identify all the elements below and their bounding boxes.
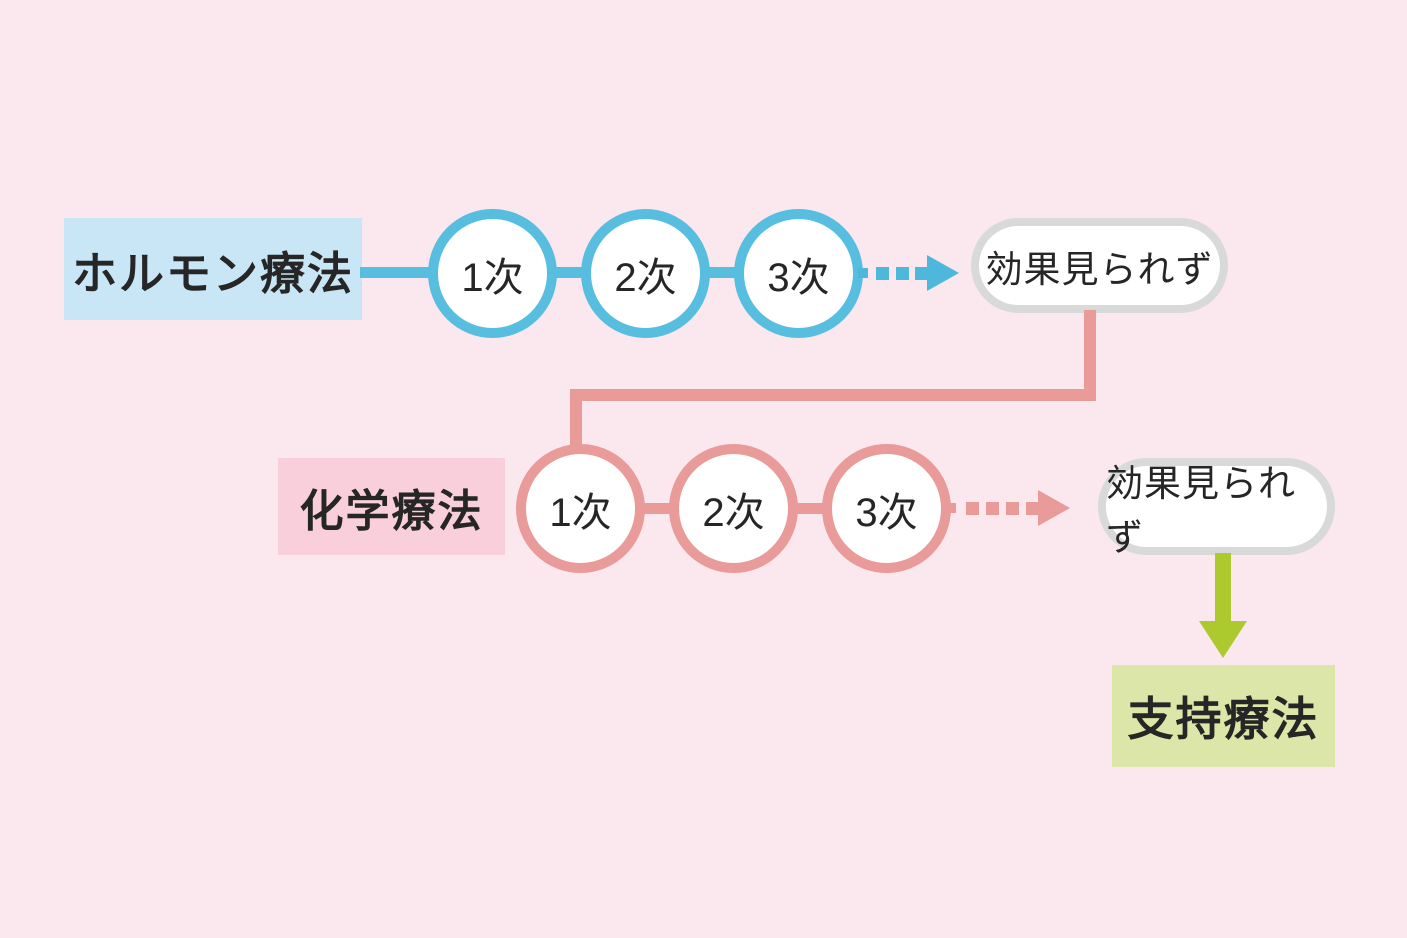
hormone-therapy-box: ホルモン療法 [64,218,362,320]
elbow-connector-horizontal [570,389,1096,401]
row1-step-3-label: 3次 [767,255,830,300]
elbow-connector-vertical-left [570,389,582,449]
row2-step-2-circle: 2次 [669,444,798,573]
row1-dotted-arrow-dash [876,267,889,280]
chemotherapy-box: 化学療法 [278,458,505,555]
row1-step-3-circle: 3次 [734,209,863,338]
row2-step-3-label: 3次 [855,490,918,535]
row2-step-1-label: 1次 [549,490,612,535]
supportive-care-box: 支持療法 [1112,665,1335,767]
row1-connector-line [705,267,739,278]
down-arrowhead-icon [1199,621,1247,658]
hormone-therapy-label: ホルモン療法 [71,247,354,299]
row2-connector-line [640,503,673,514]
row1-result-label: 効果見られず [985,248,1214,290]
row2-dotted-arrow-dash [1006,502,1019,515]
row2-step-3-circle: 3次 [822,444,951,573]
row1-arrowhead-icon [927,255,959,291]
supportive-care-label: 支持療法 [1127,693,1320,745]
row2-dotted-arrow-stub [946,503,956,513]
row1-dotted-arrow-dash [915,267,928,280]
final-arrow-shaft [1215,553,1231,623]
row1-result-pill: 効果見られず [971,218,1228,313]
chemotherapy-label: 化学療法 [299,486,484,536]
row1-step-2-label: 2次 [614,255,677,300]
row2-step-1-circle: 1次 [516,444,645,573]
row2-result-label: 効果見られず [1106,462,1296,558]
elbow-connector-vertical-right [1084,310,1096,401]
row2-arrowhead-icon [1038,490,1070,526]
row1-dotted-arrow-dash [896,267,909,280]
row1-step-1-circle: 1次 [428,209,557,338]
row2-connector-line [793,503,826,514]
row2-dotted-arrow-dash [966,502,979,515]
row1-step-2-circle: 2次 [581,209,710,338]
row1-connector-line [552,267,586,278]
row1-dotted-arrow-stub [858,268,868,278]
row2-result-pill: 効果見られず [1098,458,1335,558]
row2-dotted-arrow-dash [986,502,999,515]
row1-step-1-label: 1次 [461,255,524,300]
row1-connector-line [360,267,434,278]
row2-step-2-label: 2次 [702,490,765,535]
row2-dotted-arrow-dash [1026,502,1039,515]
